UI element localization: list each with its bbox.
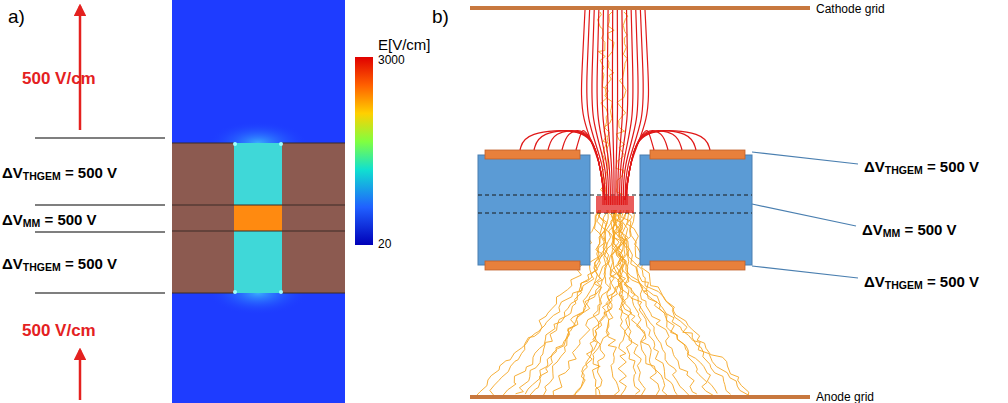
field-line: [607, 10, 612, 205]
mesh-line: [478, 195, 752, 213]
voltage-label: ΔVTHGEM = 500 V: [2, 256, 117, 271]
field-line: [623, 10, 638, 205]
field-line: [612, 10, 614, 205]
avalanche: [596, 196, 634, 213]
micromegas-gap: [234, 205, 282, 231]
voltage-label: ΔVMM = 500 V: [2, 212, 97, 227]
colorbar-max: 3000: [378, 54, 405, 66]
board-boundary: [172, 143, 345, 293]
colorbar-min: 20: [378, 238, 391, 250]
voltage-label: ΔVTHGEM = 500 V: [864, 274, 979, 289]
electron-track: [596, 210, 619, 395]
electron-track: [592, 210, 602, 395]
field-arrow: [79, 350, 82, 400]
thgem-board: [478, 155, 590, 265]
thgem-board: [640, 155, 752, 265]
colorbar-title: E[V/cm]: [378, 37, 431, 52]
panel-label: b): [432, 7, 449, 26]
cathode-grid: [470, 6, 810, 10]
field-line: [592, 10, 607, 205]
field-line: [548, 131, 605, 200]
field-arrow: [79, 6, 82, 130]
voltage-label: ΔVTHGEM = 500 V: [864, 159, 979, 174]
field-line: [621, 10, 633, 205]
field-line: [625, 131, 696, 200]
field-line: [520, 131, 605, 200]
colorbar: [355, 57, 373, 245]
field-line: [576, 131, 605, 200]
thgem-board: [172, 143, 234, 293]
field-line: [625, 131, 668, 200]
field-line: [625, 131, 682, 200]
field-line: [627, 10, 648, 205]
edge-highlight: [233, 142, 283, 294]
panel-label: a): [8, 7, 25, 26]
field-line: [534, 131, 605, 200]
leader-line: [752, 152, 858, 278]
field-line: [625, 131, 654, 200]
voltage-label: ΔVMM = 500 V: [862, 222, 957, 237]
voltage-label: ΔVTHGEM = 500 V: [2, 165, 117, 180]
thgem-hole: [234, 143, 282, 293]
field-value: 500 V/cm: [22, 70, 96, 87]
field-line: [625, 131, 710, 200]
field-value: 500 V/cm: [22, 322, 96, 339]
anode-grid: [470, 395, 810, 399]
field-lines: [520, 10, 710, 213]
field-line: [562, 131, 605, 200]
field-line: [602, 10, 610, 205]
field-map: [172, 0, 345, 403]
grid-label: Cathode grid: [816, 3, 885, 15]
field-line: [616, 10, 618, 205]
thgem-board: [282, 143, 345, 293]
electron-track: [597, 210, 619, 396]
grid-label: Anode grid: [816, 391, 874, 403]
electrode: [485, 150, 745, 270]
